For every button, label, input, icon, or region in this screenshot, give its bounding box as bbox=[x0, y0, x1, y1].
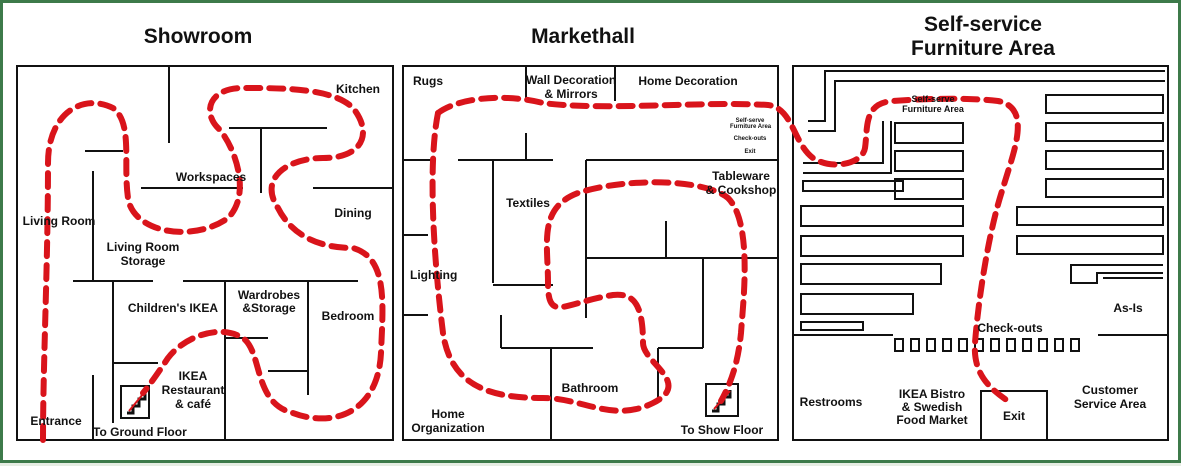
room-restaurant-3: & café bbox=[174, 397, 212, 411]
area-self-serve-1: Self-serve bbox=[911, 94, 955, 104]
room-wall-decoration-1: Wall Decoration bbox=[526, 73, 617, 87]
markethall-outline bbox=[402, 65, 779, 441]
exit-room bbox=[980, 390, 1048, 441]
room-kitchen: Kitchen bbox=[335, 82, 380, 96]
entrance-label: Entrance bbox=[30, 414, 82, 428]
room-tableware-1: Tableware bbox=[712, 169, 770, 183]
area-customer-service-2: Service Area bbox=[1073, 397, 1147, 411]
room-tableware-2: & Cookshop bbox=[705, 183, 777, 197]
room-dining: Dining bbox=[334, 206, 372, 220]
sign-self-serve-1: Self-serve bbox=[735, 118, 765, 124]
room-wardrobes-1: Wardrobes bbox=[237, 288, 301, 302]
section-title-markethall: Markethall bbox=[531, 25, 635, 48]
route-markethall bbox=[429, 110, 748, 414]
area-check-outs: Check-outs bbox=[977, 321, 1043, 335]
area-bistro-2: & Swedish bbox=[901, 400, 963, 414]
room-restaurant-1: IKEA bbox=[178, 369, 208, 383]
area-exit: Exit bbox=[1002, 409, 1025, 423]
sign-self-serve-2: Furniture Area bbox=[730, 124, 772, 130]
room-bathroom: Bathroom bbox=[561, 381, 619, 395]
to-ground-floor-label: To Ground Floor bbox=[93, 425, 187, 439]
sign-check-outs: Check-outs bbox=[733, 136, 767, 142]
area-restrooms: Restrooms bbox=[799, 395, 863, 409]
area-bistro-3: Food Market bbox=[896, 413, 968, 427]
showroom-outline bbox=[16, 65, 394, 441]
room-bedroom: Bedroom bbox=[321, 309, 375, 323]
route-top bbox=[435, 94, 1021, 406]
to-show-floor-label: To Show Floor bbox=[680, 423, 764, 437]
room-wardrobes-2: &Storage bbox=[242, 301, 296, 315]
area-as-is: As-Is bbox=[1113, 301, 1143, 315]
room-workspaces: Workspaces bbox=[175, 170, 247, 184]
section-title-showroom: Showroom bbox=[143, 25, 253, 48]
room-childrens-ikea: Children's IKEA bbox=[127, 301, 219, 315]
sign-exit: Exit bbox=[744, 149, 756, 155]
room-restaurant-2: Restaurant bbox=[161, 383, 225, 397]
room-living-room-storage-2: Storage bbox=[120, 254, 166, 268]
section-title-self-service-line1: Self-service bbox=[924, 13, 1042, 36]
room-living-room-storage-1: Living Room bbox=[106, 240, 180, 254]
room-home-decoration: Home Decoration bbox=[638, 74, 738, 88]
room-lighting: Lighting bbox=[410, 268, 458, 282]
floor-plan bbox=[16, 65, 1169, 443]
shopping-route bbox=[40, 84, 1021, 443]
walls bbox=[16, 65, 1169, 441]
room-rugs: Rugs bbox=[413, 74, 443, 88]
room-wall-decoration-2: & Mirrors bbox=[544, 87, 598, 101]
area-customer-service-1: Customer bbox=[1081, 383, 1138, 397]
area-bistro-1: IKEA Bistro bbox=[898, 387, 966, 401]
area-self-serve-2: Furniture Area bbox=[902, 104, 964, 114]
room-living-room: Living Room bbox=[22, 214, 96, 228]
room-textiles: Textiles bbox=[506, 196, 550, 210]
route-showroom bbox=[40, 84, 386, 443]
room-home-organization-1: Home bbox=[431, 407, 465, 421]
section-title-self-service-line2: Furniture Area bbox=[911, 37, 1055, 60]
room-home-organization-2: Organization bbox=[411, 421, 485, 435]
